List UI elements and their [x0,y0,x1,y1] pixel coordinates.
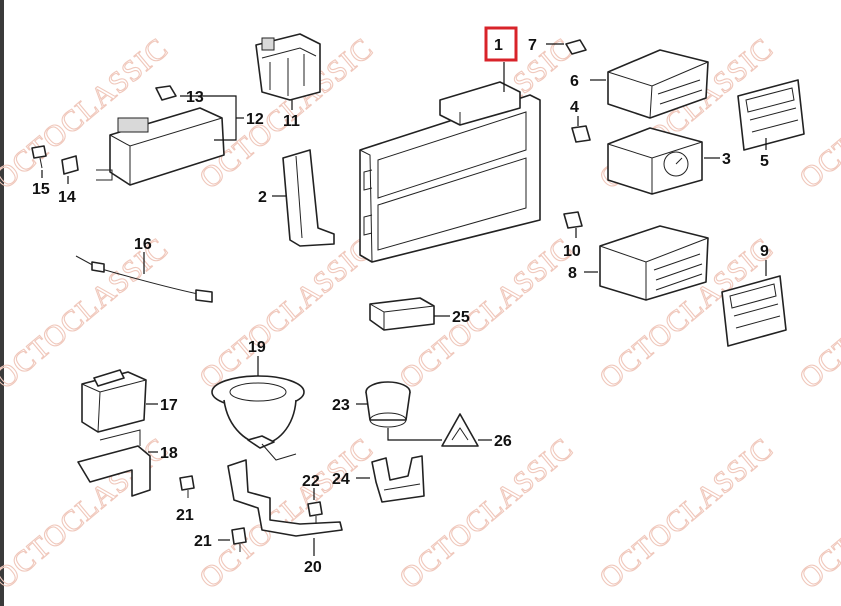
watermark-text: OCTOCLASSIC [0,232,175,396]
part-8-control-panel[interactable] [599,225,709,301]
part-11-holder[interactable] [255,33,321,110]
part-5-cover-panel[interactable] [737,79,805,151]
part-1-mounting-frame[interactable] [359,62,541,263]
part-19-horn[interactable] [211,375,305,449]
part-label-15[interactable]: 15 [32,181,50,198]
part-label-18[interactable]: 18 [160,445,178,462]
left-edge-strip [0,0,4,606]
part-21-screw-a[interactable] [179,475,195,498]
part-label-23[interactable]: 23 [332,397,350,414]
part-25-relay[interactable] [369,297,435,331]
part-label-10[interactable]: 10 [563,243,581,260]
part-label-12[interactable]: 12 [246,111,264,128]
part-label-3[interactable]: 3 [722,151,731,168]
selected-part-highlight [484,26,518,62]
part-label-5[interactable]: 5 [760,153,769,170]
part-13-fuse[interactable] [155,85,177,101]
part-26-warning-triangle[interactable] [441,413,479,447]
part-17-relay-block[interactable] [81,369,147,433]
part-label-8[interactable]: 8 [568,265,577,282]
part-4-bulb[interactable] [571,125,591,143]
part-label-2[interactable]: 2 [258,189,267,206]
part-20-mount-bracket[interactable] [227,443,343,537]
part-label-17[interactable]: 17 [160,397,178,414]
part-label-11[interactable]: 11 [283,113,300,130]
part-label-22[interactable]: 22 [302,473,320,490]
watermark-text: OCTOCLASSIC [593,432,779,596]
watermark-text: OCTOCLASSIC [193,232,379,396]
part-label-9[interactable]: 9 [760,243,769,260]
part-10-bulb[interactable] [563,211,583,229]
part-6-switch-unit[interactable] [607,49,709,119]
part-label-13[interactable]: 13 [186,89,204,106]
part-3-clock[interactable] [607,127,703,195]
watermark-text: OCTOCLASSIC [793,232,841,396]
part-7-bulb[interactable] [565,39,587,55]
watermark-text: OCTOCLASSIC [193,432,379,596]
part-label-6[interactable]: 6 [570,73,579,90]
part-23-speaker[interactable] [365,381,411,428]
part-2-cover-plate[interactable] [282,149,335,247]
part-label-21a[interactable]: 21 [176,507,194,524]
part-15-screw[interactable] [31,145,47,169]
part-label-20[interactable]: 20 [304,559,322,576]
part-label-14[interactable]: 14 [58,189,76,206]
part-label-24[interactable]: 24 [332,471,350,488]
part-9-cover-panel[interactable] [721,275,787,347]
part-14-clip[interactable] [61,155,79,175]
part-label-4[interactable]: 4 [570,99,579,116]
part-label-26[interactable]: 26 [494,433,512,450]
part-label-16[interactable]: 16 [134,236,152,253]
part-label-1[interactable]: 1 [494,37,503,54]
watermark-text: OCTOCLASSIC [793,432,841,596]
part-label-25[interactable]: 25 [452,309,470,326]
part-24-speaker-holder[interactable] [371,455,425,503]
part-18-bracket[interactable] [77,429,151,497]
part-label-7[interactable]: 7 [528,37,537,54]
part-label-21b[interactable]: 21 [194,533,212,550]
part-21-screw-b[interactable] [231,527,247,552]
part-16-sensor-cable[interactable] [75,255,213,303]
part-12-control-module[interactable] [96,107,225,186]
part-label-19[interactable]: 19 [248,339,266,356]
part-22-screw[interactable] [307,501,323,524]
